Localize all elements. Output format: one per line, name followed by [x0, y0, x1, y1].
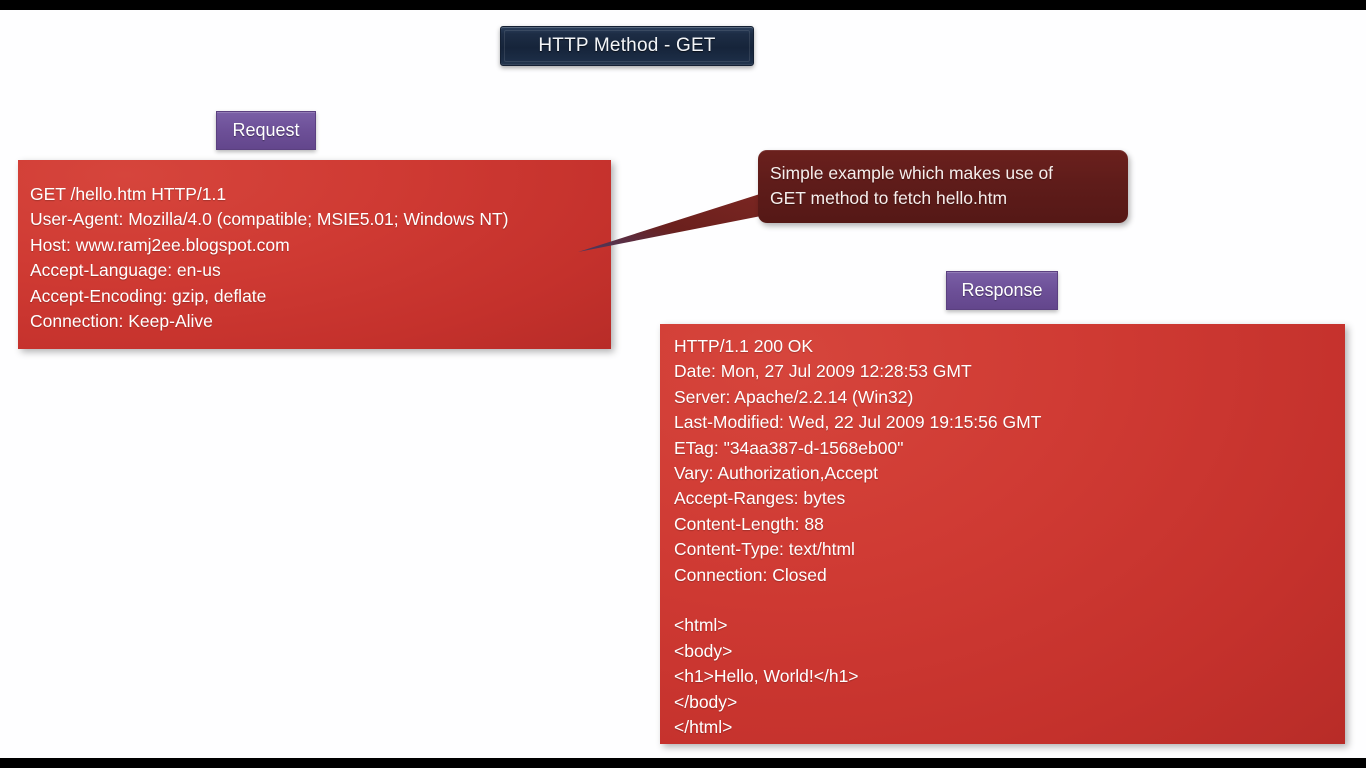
http-response-box: HTTP/1.1 200 OK Date: Mon, 27 Jul 2009 1… [660, 324, 1345, 744]
explanation-callout-text: Simple example which makes use of GET me… [770, 163, 1054, 208]
response-label-text: Response [961, 280, 1043, 300]
page-title: HTTP Method - GET [538, 35, 716, 56]
slide-title-plate: HTTP Method - GET [500, 26, 754, 66]
request-label: Request [216, 111, 316, 150]
http-request-text: GET /hello.htm HTTP/1.1 User-Agent: Mozi… [30, 184, 509, 332]
http-request-box: GET /hello.htm HTTP/1.1 User-Agent: Mozi… [18, 160, 611, 349]
explanation-callout: Simple example which makes use of GET me… [758, 150, 1128, 223]
http-response-text: HTTP/1.1 200 OK Date: Mon, 27 Jul 2009 1… [674, 336, 1042, 738]
response-label: Response [946, 271, 1058, 310]
slide-canvas: HTTP Method - GET Request GET /hello.htm… [0, 10, 1366, 758]
request-label-text: Request [232, 120, 300, 140]
